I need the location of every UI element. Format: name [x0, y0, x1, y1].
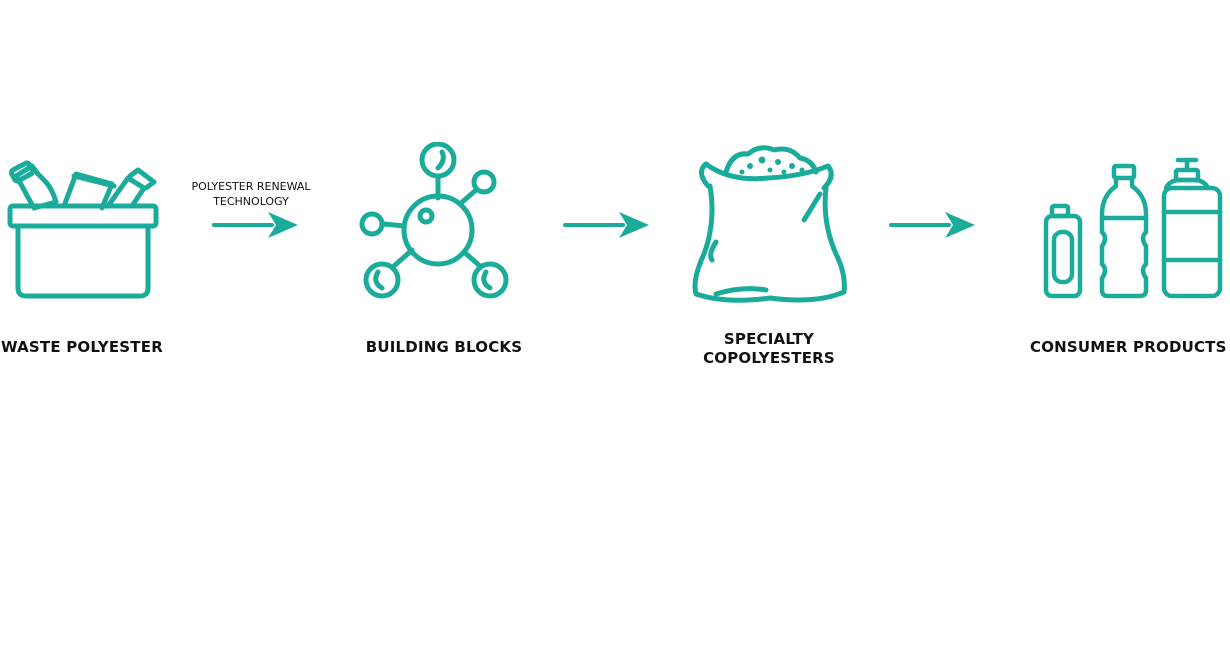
bottles-icon	[1043, 157, 1223, 299]
arrow-right-icon	[889, 212, 975, 238]
recycling-basket-icon	[7, 160, 159, 299]
pellet-sack-icon	[692, 145, 847, 303]
molecule-icon	[359, 142, 509, 299]
arrow-caption-line2: TECHNOLOGY	[213, 195, 289, 208]
arrow-caption-line1: POLYESTER RENEWAL	[191, 180, 311, 193]
step-label-copolyesters: COPOLYESTERS	[703, 349, 835, 367]
step-label-specialty: SPECIALTY	[723, 330, 815, 348]
step-label-waste-polyester: WASTE POLYESTER	[1, 338, 163, 356]
step-label-consumer-products: CONSUMER PRODUCTS	[1030, 338, 1227, 356]
arrow-right-icon	[212, 212, 298, 238]
arrow-right-icon	[563, 212, 649, 238]
step-label-building-blocks: BUILDING BLOCKS	[365, 338, 523, 356]
